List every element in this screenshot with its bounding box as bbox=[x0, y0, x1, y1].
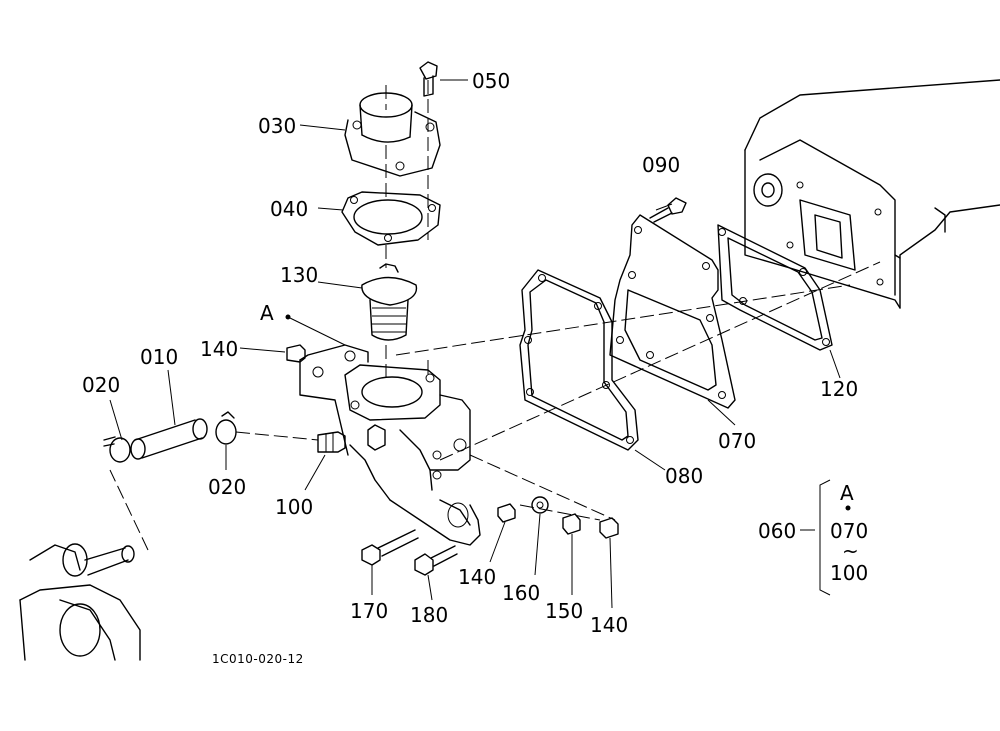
plug-150 bbox=[562, 513, 581, 535]
thermostat-housing bbox=[299, 344, 481, 546]
hose-010 bbox=[130, 418, 208, 460]
label-170: 170 bbox=[350, 599, 388, 623]
label-040: 040 bbox=[270, 197, 308, 221]
engine-block bbox=[744, 79, 1000, 309]
label-leaders bbox=[109, 79, 841, 609]
label-120: 120 bbox=[820, 377, 858, 401]
label-100: 100 bbox=[275, 495, 313, 519]
hose-clamp-020-right bbox=[215, 411, 237, 445]
view-reference-legend: A 060 070 ~ 100 bbox=[758, 481, 868, 585]
label-010: 010 bbox=[140, 345, 178, 369]
label-020-right: 020 bbox=[208, 475, 246, 499]
bolt-090 bbox=[649, 197, 687, 223]
label-030: 030 bbox=[258, 114, 296, 138]
view-a-legend-dot bbox=[845, 505, 851, 511]
label-130: 130 bbox=[280, 263, 318, 287]
legend-range-end: 100 bbox=[830, 561, 868, 585]
label-140-lower-right: 140 bbox=[590, 613, 628, 637]
washer-160 bbox=[531, 496, 549, 514]
legend-range-separator: ~ bbox=[842, 539, 859, 563]
hose-clamp-020-left bbox=[103, 436, 131, 463]
plug-140-lower-left bbox=[497, 503, 516, 523]
label-060: 060 bbox=[758, 519, 796, 543]
legend-range-start: 070 bbox=[830, 519, 868, 543]
plug-140-lower-right bbox=[599, 517, 619, 539]
gasket-080 bbox=[519, 269, 639, 451]
drawing-code: 1C010-020-12 bbox=[212, 652, 304, 666]
label-090: 090 bbox=[642, 153, 680, 177]
thermostat-cover-030 bbox=[344, 92, 441, 177]
label-160: 160 bbox=[502, 581, 540, 605]
thermostat-130 bbox=[361, 263, 418, 341]
legend-view-letter: A bbox=[840, 481, 854, 505]
label-080: 080 bbox=[665, 464, 703, 488]
bolt-170 bbox=[361, 529, 419, 566]
label-150: 150 bbox=[545, 599, 583, 623]
label-020-left: 020 bbox=[82, 373, 120, 397]
water-pump bbox=[19, 543, 141, 661]
bolt-050 bbox=[419, 61, 438, 97]
label-140-lower-left: 140 bbox=[458, 565, 496, 589]
label-070: 070 bbox=[718, 429, 756, 453]
gasket-120 bbox=[717, 224, 833, 351]
fitting-140-left bbox=[286, 344, 306, 363]
fitting-100 bbox=[317, 431, 346, 453]
label-view-a: A bbox=[260, 301, 274, 325]
alignment-lines bbox=[109, 80, 881, 551]
label-050: 050 bbox=[472, 69, 510, 93]
bolt-180 bbox=[414, 545, 458, 576]
view-a-marker-dot bbox=[285, 314, 291, 320]
label-140-upper: 140 bbox=[200, 337, 238, 361]
gasket-040 bbox=[341, 191, 441, 246]
label-180: 180 bbox=[410, 603, 448, 627]
cover-plate-070 bbox=[609, 214, 736, 409]
